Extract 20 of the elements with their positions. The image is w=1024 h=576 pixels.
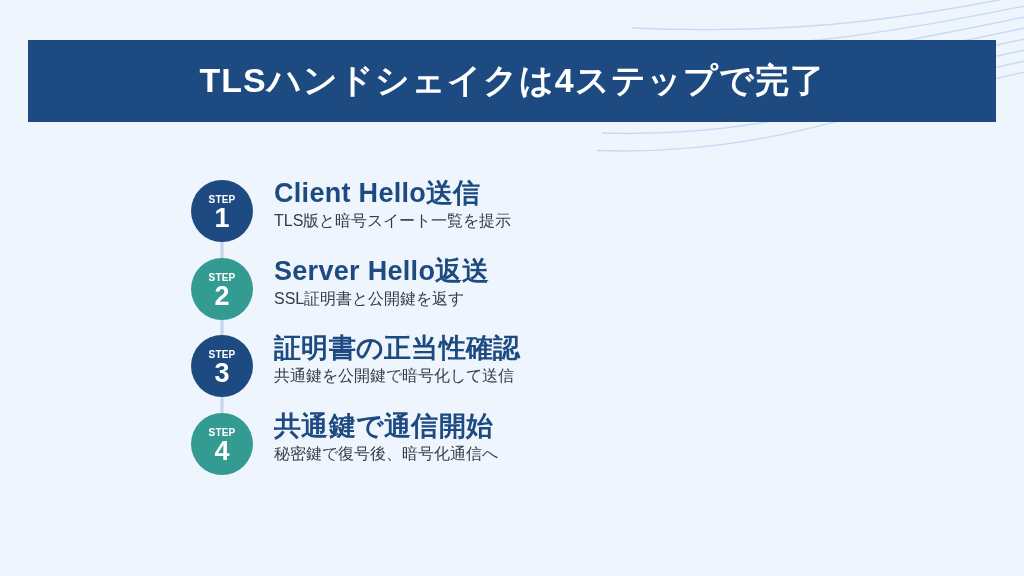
step-description: TLS版と暗号スイート一覧を提示 [274,211,512,231]
step-title: 共通鍵で通信開始 [274,411,494,442]
title: TLSハンドシェイクは4ステップで完了 [199,60,825,101]
connector-line [220,397,224,413]
step-description: 共通鍵を公開鍵で暗号化して送信 [274,366,514,386]
connector-line [220,320,224,335]
step-title: 証明書の正当性確認 [274,333,521,364]
step-label: STEP [208,426,236,438]
step-description: SSL証明書と公開鍵を返す [274,289,465,309]
step-label: STEP [208,271,236,283]
step-number: 3 [214,359,230,386]
step-label: STEP [208,348,236,360]
step-number: 1 [214,204,230,231]
connector-line [220,242,224,258]
step-title: Client Hello送信 [274,178,481,209]
step-label: STEP [208,193,236,205]
step-number: 4 [214,437,230,464]
step-number: 2 [214,282,230,309]
step-description: 秘密鍵で復号後、暗号化通信へ [274,444,498,464]
step-title: Server Hello返送 [274,256,490,287]
